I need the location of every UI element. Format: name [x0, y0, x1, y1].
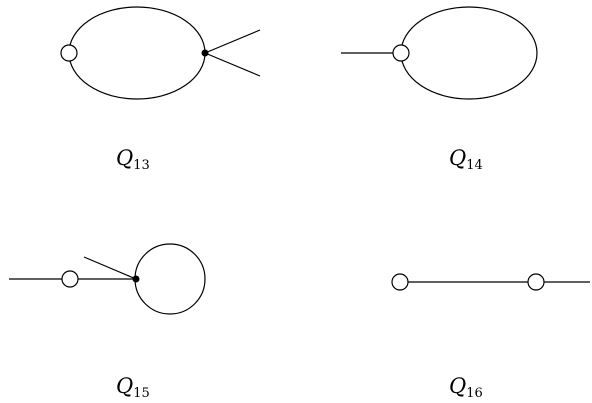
- label-index: 14: [466, 158, 483, 173]
- diagram-q16: [391, 273, 590, 291]
- label-symbol: Q: [116, 146, 134, 170]
- label-index: 16: [466, 386, 483, 401]
- open-vertex-left: [391, 273, 409, 291]
- label-q13: Q13: [116, 146, 150, 173]
- diagram-q13: [60, 6, 261, 100]
- open-vertex: [392, 44, 410, 62]
- tadpole-loop: [134, 243, 206, 315]
- label-index: 13: [133, 158, 150, 173]
- diagram-q14: [341, 6, 538, 100]
- label-symbol: Q: [116, 374, 134, 398]
- label-symbol: Q: [449, 146, 467, 170]
- diagram-q15: [9, 243, 206, 315]
- external-leg-upper: [204, 29, 261, 54]
- label-index: 15: [133, 386, 150, 401]
- open-vertex: [60, 44, 78, 62]
- loop: [68, 6, 206, 100]
- label-q14: Q14: [449, 146, 483, 173]
- open-vertex: [61, 270, 79, 288]
- filled-vertex: [132, 275, 140, 283]
- external-leg-slanted: [83, 256, 137, 280]
- label-symbol: Q: [449, 374, 467, 398]
- label-q16: Q16: [449, 374, 483, 401]
- external-leg-lower: [204, 52, 261, 77]
- filled-vertex: [201, 49, 209, 57]
- loop: [400, 6, 538, 100]
- label-q15: Q15: [116, 374, 150, 401]
- open-vertex-right: [527, 273, 545, 291]
